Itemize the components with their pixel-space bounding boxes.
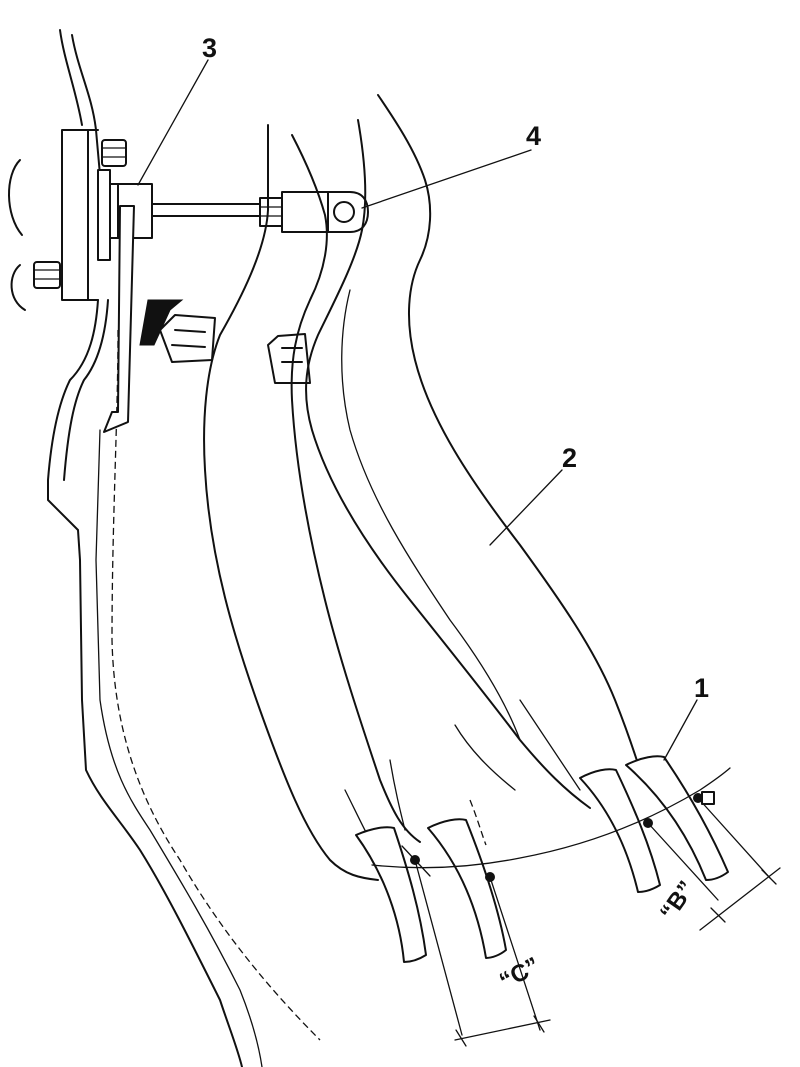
firewall-bracket <box>8 29 321 1067</box>
pedal-switch <box>103 183 263 433</box>
clevis-rod-end <box>259 191 369 233</box>
pedal-stopper <box>139 299 311 384</box>
dimension-c-label: “C” <box>495 952 544 995</box>
pedal-pads <box>355 755 729 963</box>
callout-4: 4 <box>526 121 541 151</box>
callout-1: 1 <box>694 673 709 703</box>
callout-leaders <box>137 59 698 761</box>
callout-3: 3 <box>202 33 217 63</box>
lower-mounting-nut <box>33 261 61 289</box>
clevis-pin <box>333 201 355 223</box>
callout-2: 2 <box>562 443 577 473</box>
upper-mounting-nut <box>101 139 127 167</box>
pedal-arm <box>203 94 641 881</box>
dimension-b-label: “B” <box>655 876 701 925</box>
